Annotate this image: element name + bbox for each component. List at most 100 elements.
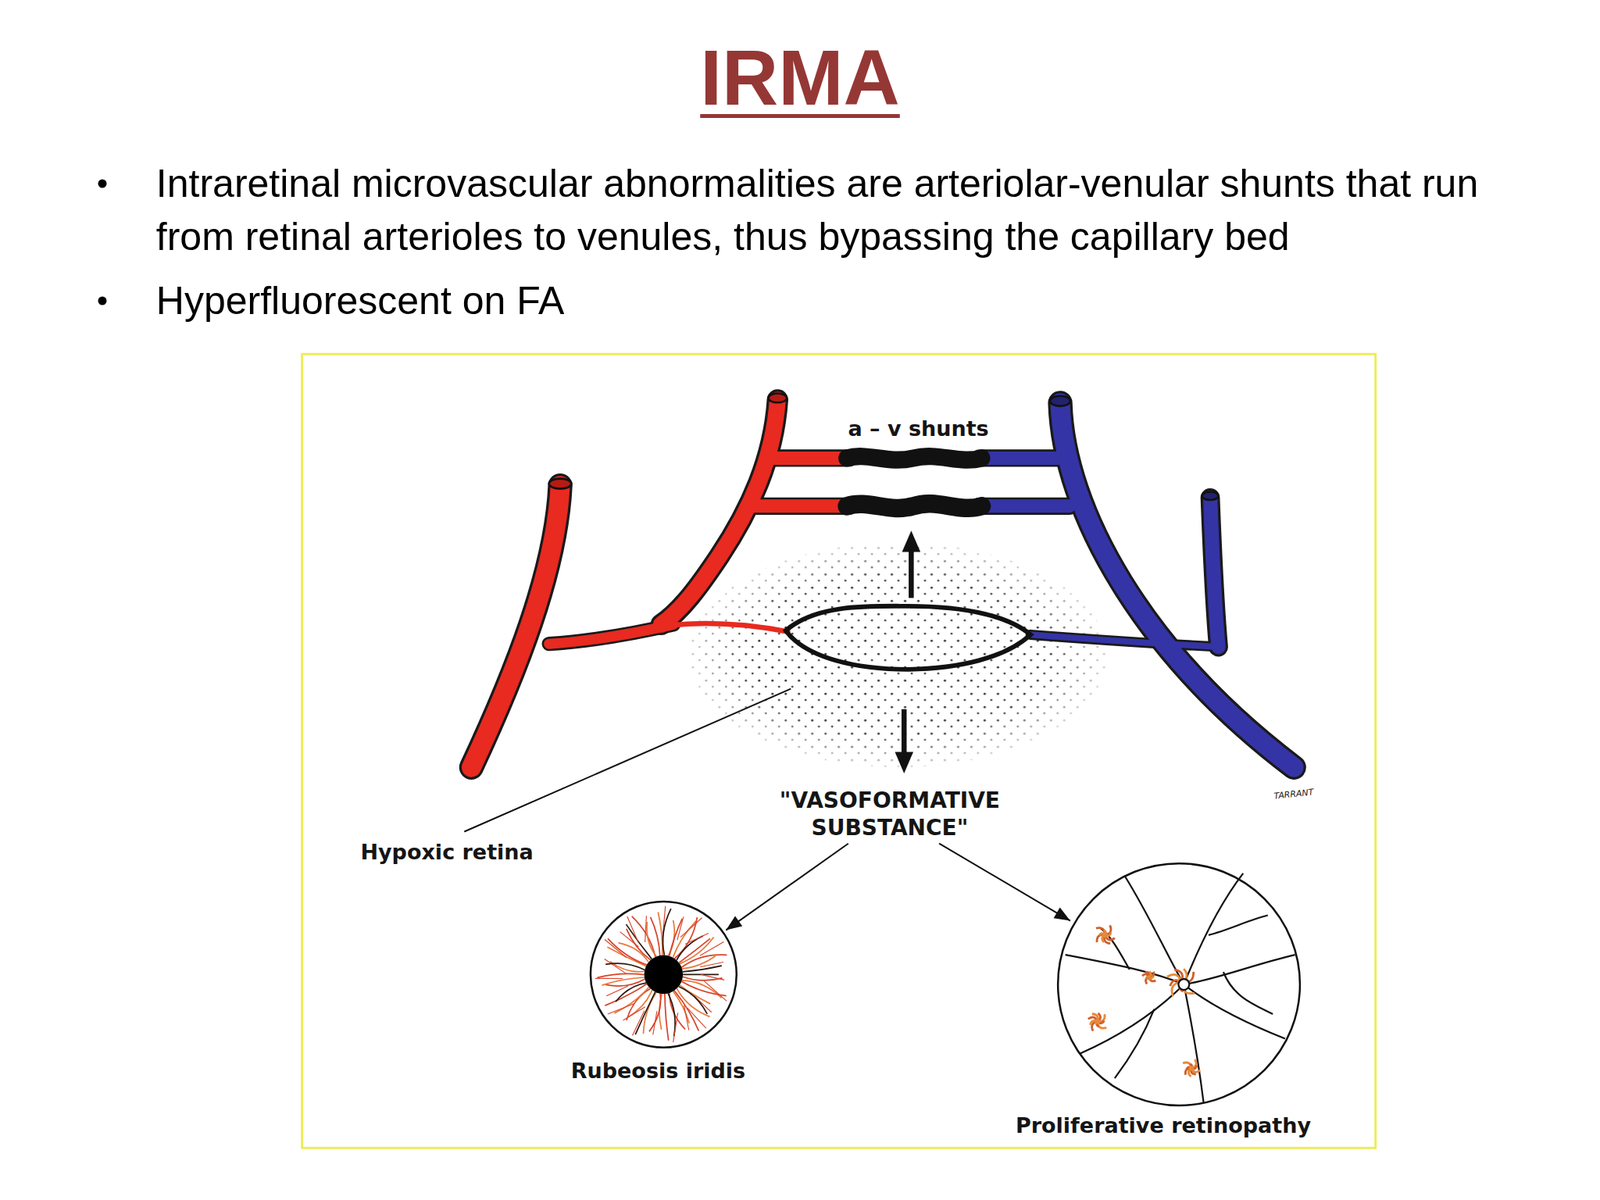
region-label: Hypoxic retina: [360, 839, 533, 866]
venule-outline: [1030, 634, 1221, 647]
iris-vessel-branch: [594, 978, 622, 979]
slide-title: IRMA: [700, 38, 900, 117]
vessel-opening: [1202, 492, 1219, 500]
iris-vessel: [628, 989, 652, 1017]
iris-vessel: [682, 980, 722, 998]
capillary-loop: [785, 606, 1031, 670]
flow-arrows: [894, 530, 921, 774]
rubeosis-drawing: [589, 900, 739, 1050]
circle-caption: Proliferative retinopathy: [1015, 1112, 1311, 1140]
arteriole: [549, 624, 674, 644]
venule: [979, 451, 1064, 465]
iris-vessel: [596, 973, 644, 978]
iris-vessel-branch: [683, 1005, 689, 1030]
tuft-core: [1146, 975, 1151, 980]
iris-vessel-branch: [607, 1003, 635, 1015]
artery: [471, 485, 561, 768]
venule-outline: [979, 449, 1064, 467]
up-arrow-shaft: [908, 546, 915, 599]
retinal-vessel: [1207, 915, 1268, 936]
flow-connector: [939, 843, 1071, 922]
pupil: [643, 955, 683, 995]
shunt-segment: [846, 456, 982, 461]
bullet-dot: [97, 296, 107, 306]
venule: [979, 499, 1070, 513]
stipple-fade: [687, 542, 1108, 769]
arrow-head: [725, 916, 743, 931]
iris-vessel: [662, 908, 671, 956]
vein-outline: [1210, 497, 1218, 647]
fundus-circle: Proliferative retinopathy: [1055, 860, 1303, 1108]
iris-vessel: [678, 986, 707, 1015]
arteriole: [668, 623, 789, 633]
bullet-text: Hyperfluorescent on FA: [156, 274, 1520, 328]
retinal-vessel: [1114, 1009, 1154, 1079]
vein: [1210, 497, 1218, 647]
retinal-vessel: [1124, 875, 1184, 985]
iris-vessel: [674, 990, 699, 1031]
vessel-opening: [1050, 396, 1071, 407]
down-arrow-head: [894, 752, 914, 774]
shunt-segment: [846, 503, 982, 509]
iris-vessel: [631, 916, 655, 958]
iris-vessel: [650, 917, 660, 956]
leader-line: [464, 689, 791, 833]
vein-outline: [1060, 403, 1294, 768]
tuft-core: [1094, 1018, 1100, 1025]
bullet-dot: [97, 179, 107, 189]
venule-outline: [979, 497, 1070, 515]
iris-vessel: [604, 983, 647, 1006]
iris-vessel: [617, 942, 649, 963]
iris-vessel-branch: [622, 1007, 645, 1021]
arteriole-outline: [549, 624, 674, 644]
vessel-opening: [768, 393, 788, 404]
iris-vessel: [605, 963, 645, 970]
iris-vessel: [682, 965, 722, 972]
retinal-vessel: [1079, 984, 1184, 1054]
retinal-vessel: [1183, 984, 1204, 1104]
iris-outline: [590, 901, 737, 1048]
vessel-openings: [549, 393, 1219, 500]
iris-vessel: [649, 993, 661, 1033]
iris-vessel-branch: [672, 1012, 678, 1043]
node-text: "VASOFORMATIVE SUBSTANCE": [753, 786, 1027, 842]
venule: [1030, 634, 1221, 647]
arteriole: [767, 451, 849, 465]
up-arrow-head: [902, 530, 922, 552]
iris-vessel-branch: [700, 974, 725, 980]
vessels: [471, 400, 1294, 768]
retinal-vessel: [1183, 873, 1243, 985]
artist-signature: TARRANT: [1273, 788, 1315, 802]
fundus-outline: [1057, 864, 1300, 1107]
iris-vessel-branch: [604, 939, 627, 958]
iris-vessel: [679, 985, 711, 1004]
iris-vessel: [678, 938, 711, 963]
iris-vessel-branch: [644, 915, 647, 943]
iris-vessel-branch: [703, 981, 727, 1002]
substance-label-box: "VASOFORMATIVE SUBSTANCE": [753, 786, 1027, 843]
iris-vessel: [664, 993, 669, 1041]
circle-caption: Rubeosis iridis: [571, 1057, 746, 1085]
iris-vessel: [667, 992, 675, 1036]
artery-outline: [471, 485, 561, 768]
connector-line: [725, 843, 849, 931]
tuft-core: [1101, 932, 1108, 939]
tuft-core: [1188, 1066, 1193, 1072]
optic-disc: [1178, 978, 1190, 990]
flow-connector: [725, 843, 849, 931]
retinal-vessel: [1099, 928, 1129, 971]
down-arrow-shaft: [901, 709, 908, 758]
iris-vessel: [682, 976, 723, 981]
arteriole-outline: [767, 449, 849, 467]
retina-drawing: [1055, 860, 1303, 1108]
iris-vessel-branch: [606, 985, 629, 997]
vessel-outlines: [471, 400, 1294, 768]
iris-vessel: [676, 988, 710, 1017]
connector-line: [939, 843, 1071, 922]
arrow-head: [1053, 907, 1071, 922]
arteriole-outline: [752, 497, 850, 515]
iris-vessel-branch: [699, 942, 724, 957]
iris-vessel: [657, 912, 663, 956]
bullet-text: Intraretinal microvascular abnormalities…: [156, 157, 1520, 264]
